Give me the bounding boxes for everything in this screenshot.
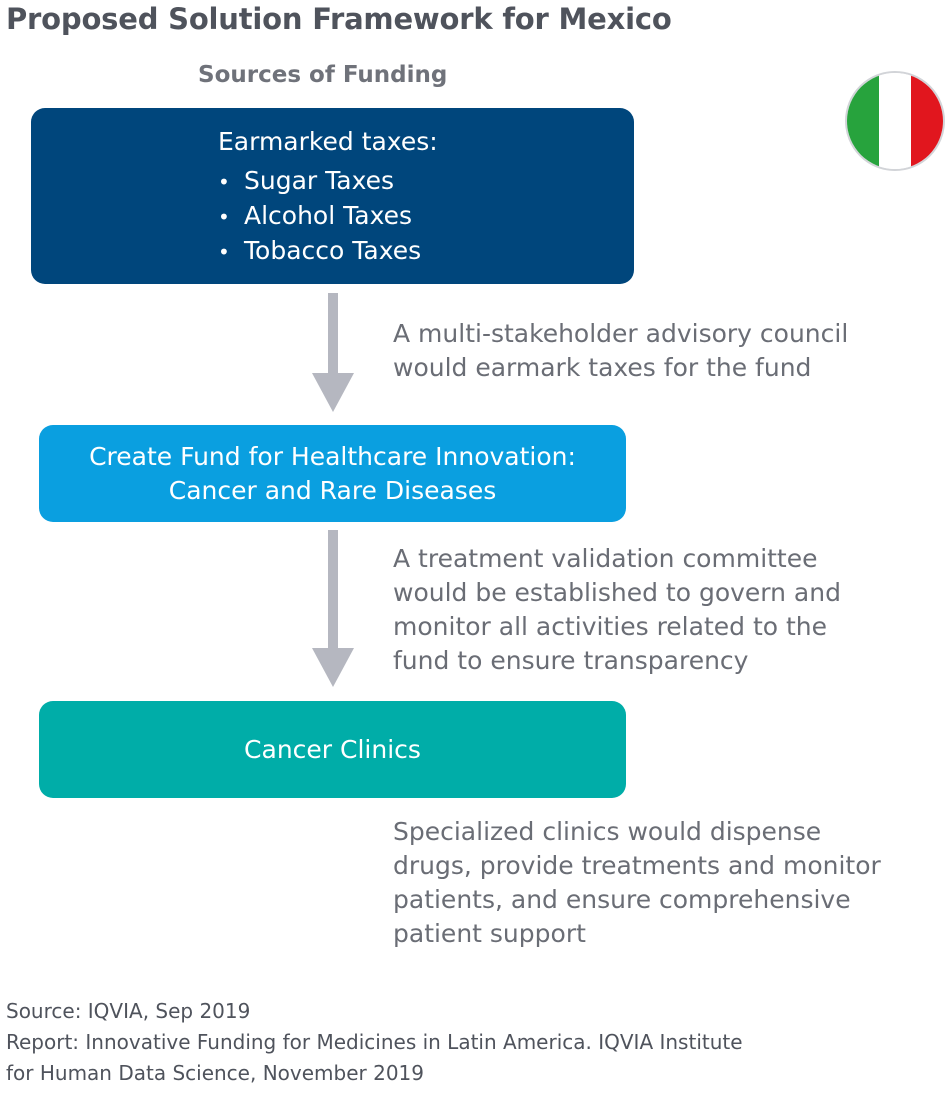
healthcare-fund-box: Create Fund for Healthcare Innovation: C… (39, 425, 626, 522)
note-line: Specialized clinics would dispense (393, 817, 822, 846)
flag-icon (845, 71, 945, 171)
earmarked-taxes-box: Earmarked taxes: Sugar Taxes Alcohol Tax… (31, 108, 634, 284)
note-line: would be established to govern and (393, 578, 841, 607)
note-line: patients, and ensure comprehensive (393, 885, 851, 914)
tax-item-tobacco: Tobacco Taxes (218, 234, 634, 269)
tax-list: Sugar Taxes Alcohol Taxes Tobacco Taxes (218, 164, 634, 269)
note-line: fund to ensure transparency (393, 646, 749, 675)
fund-line: Create Fund for Healthcare Innovation: (89, 441, 576, 471)
note-line: patient support (393, 919, 586, 948)
source-footer: Source: IQVIA, Sep 2019 Report: Innovati… (6, 996, 743, 1089)
flag-stripe-red (911, 73, 943, 169)
clinics-label: Cancer Clinics (244, 735, 421, 764)
page-title: Proposed Solution Framework for Mexico (6, 2, 672, 36)
source-line: Source: IQVIA, Sep 2019 (6, 999, 251, 1023)
council-note: A multi-stakeholder advisory council wou… (393, 317, 848, 385)
earmarked-taxes-heading: Earmarked taxes: (218, 127, 438, 156)
report-line: Report: Innovative Funding for Medicines… (6, 1030, 743, 1054)
note-line: monitor all activities related to the (393, 612, 828, 641)
tax-item-sugar: Sugar Taxes (218, 164, 634, 199)
note-line: would earmark taxes for the fund (393, 353, 812, 382)
cancer-clinics-box: Cancer Clinics (39, 701, 626, 798)
committee-note: A treatment validation committee would b… (393, 542, 841, 678)
note-line: A treatment validation committee (393, 544, 818, 573)
report-line: for Human Data Science, November 2019 (6, 1061, 424, 1085)
tax-item-alcohol: Alcohol Taxes (218, 199, 634, 234)
arrow-down-icon (312, 530, 354, 687)
flag-stripe-green (847, 73, 879, 169)
flag-stripe-white (879, 73, 911, 169)
clinics-note: Specialized clinics would dispense drugs… (393, 815, 881, 951)
arrow-down-icon (312, 293, 354, 412)
note-line: drugs, provide treatments and monitor (393, 851, 881, 880)
fund-line: Cancer and Rare Diseases (168, 475, 497, 505)
section-subtitle: Sources of Funding (198, 62, 448, 88)
note-line: A multi-stakeholder advisory council (393, 319, 849, 348)
